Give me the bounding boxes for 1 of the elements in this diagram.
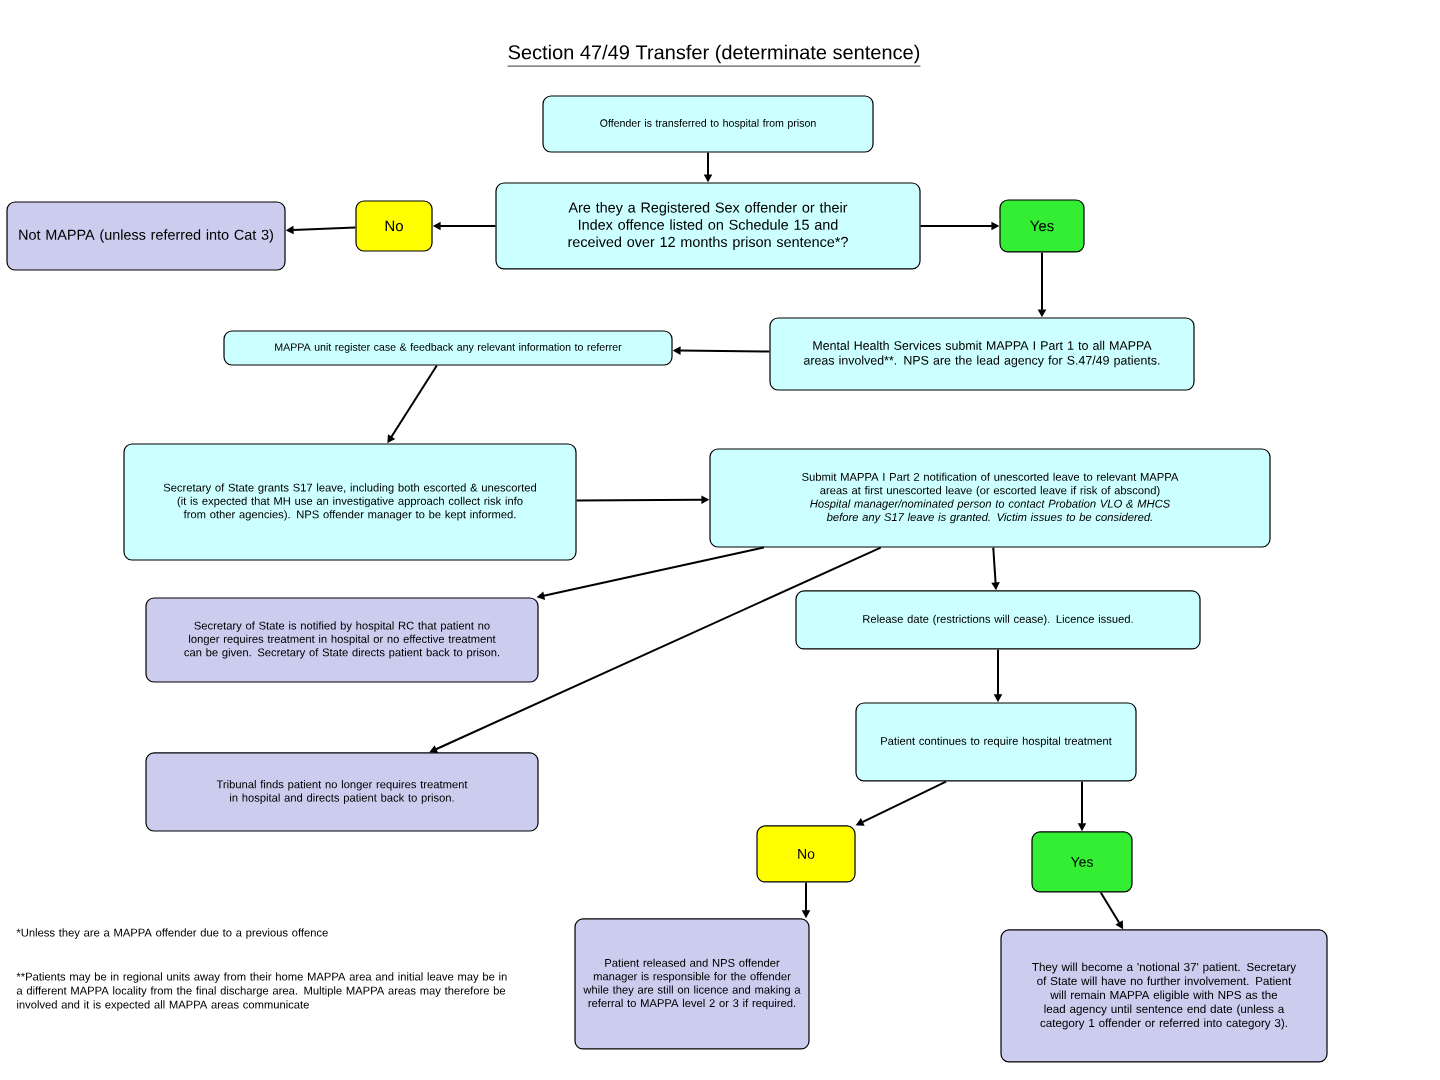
title: Section 47/49 Transfer (determinate sentence)	[507, 44, 921, 67]
